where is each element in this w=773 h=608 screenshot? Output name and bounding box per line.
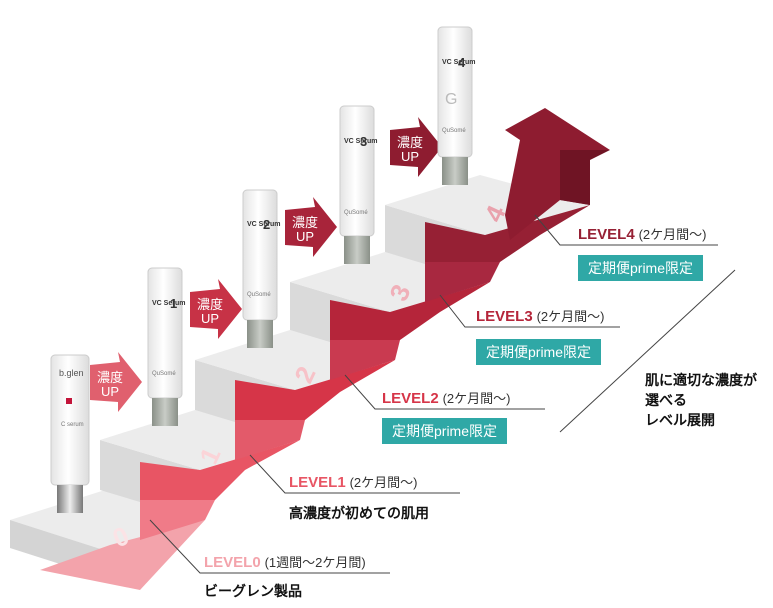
product-4-g-mark: G (445, 91, 457, 108)
level1-span: (2ケ月間〜) (349, 475, 418, 490)
product-4-number: 4 (458, 55, 466, 70)
product-tube-1: VC Serum 1 QuSomé (147, 267, 185, 426)
product-0-line: C serum (61, 422, 84, 428)
level3-label: LEVEL3 (2ケ月間〜) (476, 306, 604, 325)
concentration-up-arrow-2: 濃度 UP (190, 279, 242, 339)
concentration-up-arrow-1: 濃度 UP (90, 352, 142, 412)
leader-level3 (439, 294, 620, 328)
level-0-band (40, 520, 205, 590)
svg-text:濃度: 濃度 (197, 297, 223, 312)
concentration-up-arrows: 濃度 UP 濃度 UP 濃度 UP 濃度 UP (90, 117, 442, 412)
product-2-brand: QuSomé (247, 292, 271, 298)
level2-label: LEVEL2 (2ケ月間〜) (382, 388, 510, 407)
level1-name: LEVEL1 (289, 474, 346, 491)
product-tubes: b.glen C serum VC Serum 1 QuSomé VC Seru… (50, 26, 475, 513)
level4-label: LEVEL4 (2ケ月間〜) (578, 224, 706, 243)
product-tube-0: b.glen C serum (50, 354, 90, 513)
product-2-line: VC Serum (247, 221, 280, 228)
side-note-line-1: 肌に適切な濃度が (645, 372, 757, 388)
svg-text:UP: UP (296, 229, 314, 244)
product-3-brand: QuSomé (344, 210, 368, 216)
level3-span: (2ケ月間〜) (536, 309, 605, 324)
svg-text:濃度: 濃度 (292, 215, 318, 230)
svg-text:濃度: 濃度 (397, 135, 423, 150)
product-tube-4: VC Serum 4 G QuSomé (437, 26, 475, 185)
svg-text:UP: UP (101, 384, 119, 399)
concentration-up-arrow-4: 濃度 UP (390, 117, 442, 177)
level1-description: 高濃度が初めての肌用 (289, 505, 429, 521)
side-note-line (559, 269, 736, 433)
leader-level1 (249, 454, 460, 494)
level2-name: LEVEL2 (382, 390, 439, 407)
level-2-band (235, 360, 395, 420)
level-3-riser (330, 340, 400, 380)
level2-span: (2ケ月間〜) (442, 391, 511, 406)
side-note-line-2: 選べる (645, 392, 687, 408)
product-0-brand: b.glen (59, 368, 84, 378)
level-up-arrow (505, 108, 610, 240)
leader-lines (149, 214, 736, 574)
level2-badge: 定期便prime限定 (382, 418, 508, 444)
product-4-line: VC Serum (442, 59, 475, 66)
level0-label: LEVEL0 (1週間〜2ケ月間) (204, 552, 366, 571)
side-note-line-3: レベル展開 (645, 412, 715, 428)
level3-name: LEVEL3 (476, 308, 533, 325)
level0-description: ビーグレン製品 (204, 583, 302, 599)
svg-text:濃度: 濃度 (97, 370, 123, 385)
product-1-line: VC Serum (152, 300, 185, 307)
product-1-brand: QuSomé (152, 371, 176, 377)
level0-span: (1週間〜2ケ月間) (264, 555, 366, 570)
product-2-number: 2 (263, 217, 270, 232)
level-1-band (140, 440, 300, 500)
product-3-number: 3 (360, 134, 367, 149)
level-4-band (425, 205, 590, 262)
level-2-riser (235, 420, 305, 460)
product-tube-2: VC Serum 2 QuSomé (242, 189, 280, 348)
level4-span: (2ケ月間〜) (638, 227, 707, 242)
side-note: 肌に適切な濃度が 選べる レベル展開 (645, 370, 757, 430)
product-tube-3: VC Serum 3 QuSomé (339, 105, 377, 264)
leader-level0 (149, 519, 390, 574)
svg-text:UP: UP (401, 149, 419, 164)
level-4-riser (425, 262, 500, 302)
concentration-up-arrow-3: 濃度 UP (285, 197, 337, 257)
product-3-line: VC Serum (344, 138, 377, 145)
level-up-arrow-side (560, 150, 610, 205)
level4-name: LEVEL4 (578, 226, 635, 243)
level-ribbon (40, 108, 610, 590)
step-4-top (385, 175, 590, 235)
product-0-mark (66, 398, 72, 404)
leader-level4 (534, 214, 718, 246)
level1-label: LEVEL1 (2ケ月間〜) (289, 472, 417, 491)
level3-badge: 定期便prime限定 (476, 339, 602, 365)
product-4-brand: QuSomé (442, 128, 466, 134)
level-3-band (330, 282, 490, 340)
level4-badge: 定期便prime限定 (578, 255, 704, 281)
product-1-number: 1 (170, 296, 177, 311)
svg-text:UP: UP (201, 311, 219, 326)
leader-level2 (344, 374, 545, 410)
level0-name: LEVEL0 (204, 554, 261, 571)
